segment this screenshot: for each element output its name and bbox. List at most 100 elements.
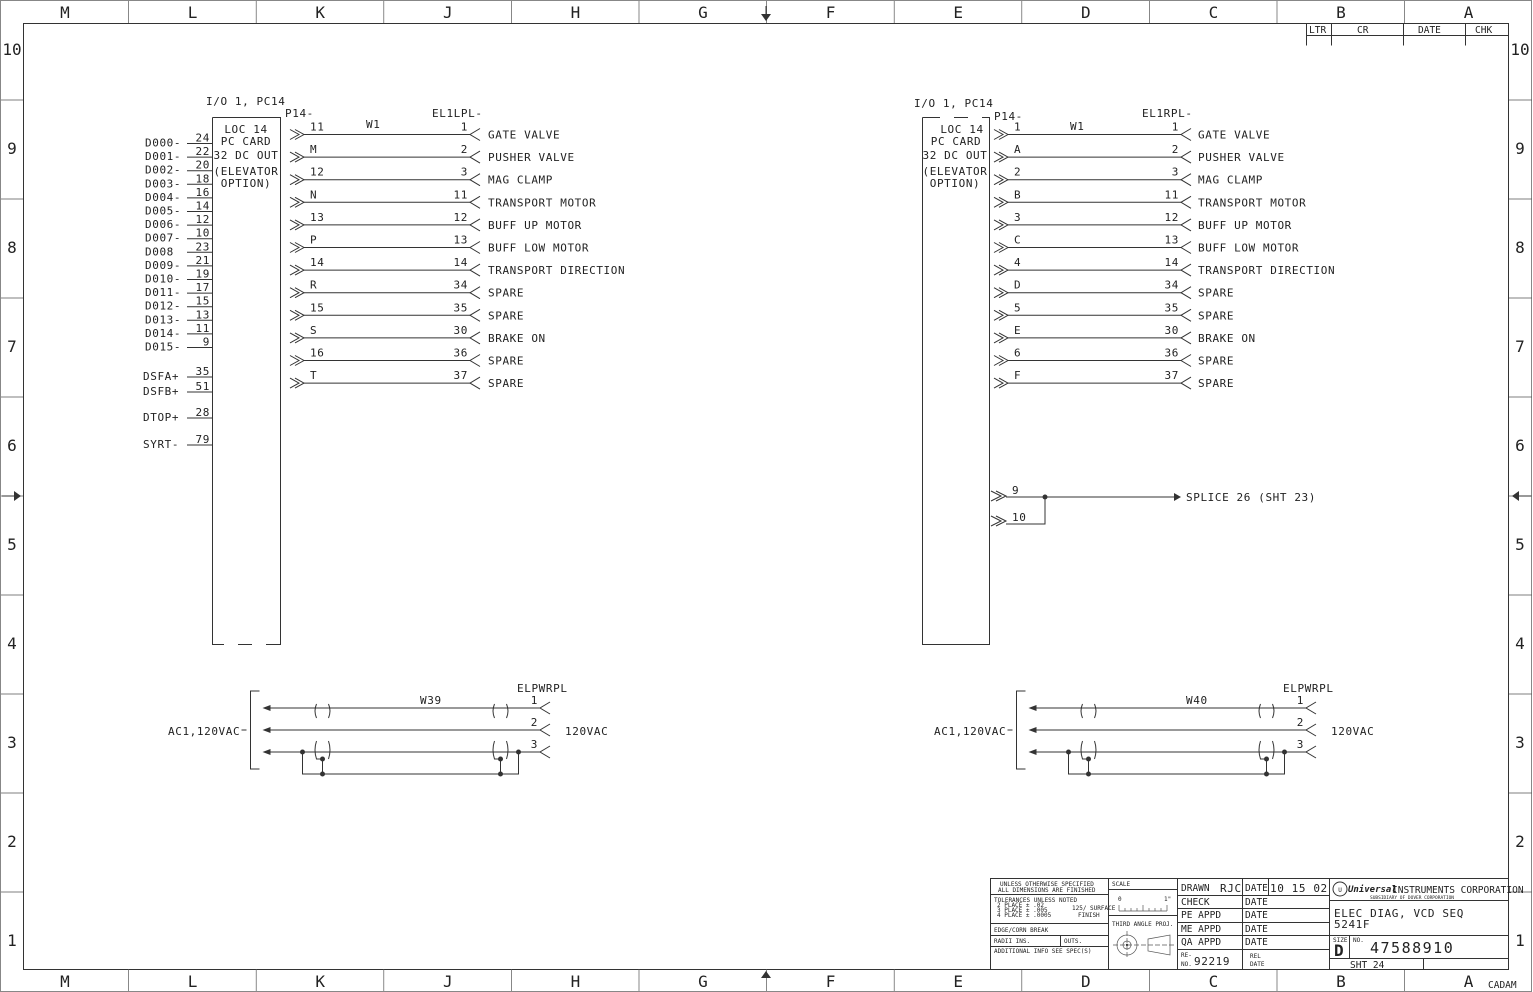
left-input-name: D004-: [145, 191, 181, 204]
tb-re-label-1: RE-: [1181, 952, 1192, 959]
left-input-pin: 13: [196, 308, 210, 321]
left-output-label: TRANSPORT MOTOR: [488, 196, 596, 209]
left-power-wire: W39: [420, 694, 442, 707]
right-p14-pin: F: [1014, 369, 1021, 382]
right-p14-pin: 2: [1014, 166, 1021, 179]
left-input-pin: 23: [196, 240, 210, 253]
border-col-top-L: L: [188, 3, 198, 22]
right-power-voltage: 120VAC: [1331, 725, 1374, 738]
drain-wire: [1068, 752, 1285, 775]
border-row-right-5: 5: [1515, 535, 1525, 554]
left-output-label: BUFF UP MOTOR: [488, 219, 582, 232]
title-block: UNLESS OTHERWISE SPECIFIED ALL DIMENSION…: [990, 878, 1524, 971]
border-col-top-G: G: [698, 3, 708, 22]
left-p14-pin: S: [310, 324, 317, 337]
right-output-label: BUFF LOW MOTOR: [1198, 242, 1299, 255]
left-input-name: D002-: [145, 164, 181, 177]
border-row-left-7: 7: [7, 337, 17, 356]
border-col-bottom-D: D: [1081, 972, 1091, 991]
left-socket-symbol: [289, 174, 306, 186]
left-output-label: BUFF LOW MOTOR: [488, 242, 589, 255]
left-socket-symbol: [289, 309, 306, 321]
border-col-top-B: B: [1336, 3, 1346, 22]
drain-wire: [302, 752, 519, 775]
left-plug-symbol: [469, 150, 481, 164]
right-p14-pin: C: [1014, 234, 1021, 247]
left-output-label: BRAKE ON: [488, 332, 546, 345]
right-socket-symbol: [993, 287, 1010, 299]
left-card-desc-4: (ELEVATOR: [213, 165, 278, 178]
border-row-left-4: 4: [7, 634, 17, 653]
right-socket-symbol: [993, 264, 1010, 276]
right-harness-label: EL1RPL-: [1142, 107, 1193, 120]
border-col-bottom-L: L: [188, 972, 198, 991]
junction-dot: [1282, 749, 1287, 755]
tb-tol-4: 4 PLACE ± .0005: [997, 912, 1052, 919]
left-output-label: SPARE: [488, 309, 524, 322]
right-output-label: SPARE: [1198, 287, 1234, 300]
right-socket-symbol: [993, 174, 1010, 186]
tb-size: D: [1334, 941, 1344, 960]
left-input-pin: 9: [203, 336, 210, 349]
junction-dot: [516, 749, 521, 755]
tb-date-label-2: DATE: [1245, 897, 1268, 908]
border-col-top-H: H: [571, 3, 581, 22]
rev-cr-header: CR: [1357, 25, 1369, 36]
left-input-name: D015-: [145, 341, 181, 354]
right-wire-label: W1: [1070, 120, 1084, 133]
border-row-right-4: 4: [1515, 634, 1525, 653]
left-socket-symbol: [289, 377, 306, 389]
tb-subsidiary: SUBSIDIARY OF DOVER CORPORATION: [1370, 895, 1454, 901]
company-logo: U Universal: [1332, 881, 1397, 897]
left-p14-pin: R: [310, 279, 317, 292]
right-socket-symbol: [993, 242, 1010, 253]
power-pin: 3: [1297, 738, 1304, 751]
right-p14-pin: 4: [1014, 256, 1021, 269]
power-pin: 1: [531, 694, 538, 707]
right-socket-symbol: [993, 219, 1010, 231]
power-bracket: [1016, 690, 1026, 770]
left-card-outline: [212, 117, 281, 645]
border-row-left-9: 9: [7, 139, 17, 158]
splice-connection: 9 10 SPLICE 26 (SHT 23): [990, 484, 1316, 527]
left-plug-symbol: [469, 286, 481, 300]
left-card-desc-2: PC CARD: [221, 135, 272, 148]
splice-label: SPLICE 26 (SHT 23): [1186, 491, 1316, 504]
right-plug-symbol: [1180, 173, 1192, 187]
right-card-desc-2: PC CARD: [931, 135, 982, 148]
right-output-label: GATE VALVE: [1198, 129, 1270, 142]
right-plug-symbol: [1180, 308, 1192, 322]
tb-radii: RADII INS.: [994, 938, 1030, 945]
border-col-top-J: J: [443, 3, 453, 22]
left-output-label: TRANSPORT DIRECTION: [488, 264, 625, 277]
border-col-bottom-E: E: [953, 972, 963, 991]
tb-outs: OUTS.: [1064, 938, 1082, 945]
right-p14-pin: A: [1014, 143, 1021, 156]
rev-ltr-header: LTR: [1309, 25, 1326, 36]
tb-title-1: ELEC DIAG, VCD SEQ: [1334, 907, 1464, 920]
junction-dot: [320, 771, 325, 777]
left-power-voltage: 120VAC: [565, 725, 608, 738]
tb-sheet: SHT 24: [1350, 960, 1385, 971]
right-output-label: PUSHER VALVE: [1198, 151, 1285, 164]
border-row-left-1: 1: [7, 931, 17, 950]
left-extra-signal-name: DTOP+: [143, 411, 179, 424]
power-pin: 2: [531, 716, 538, 729]
left-plug-pin: 11: [454, 188, 468, 201]
junction-dot: [1086, 771, 1091, 777]
right-output-label: BUFF UP MOTOR: [1198, 219, 1292, 232]
power-pin: 1: [1297, 694, 1304, 707]
left-output-label: MAG CLAMP: [488, 174, 553, 187]
left-output-label: PUSHER VALVE: [488, 151, 575, 164]
tb-edge: EDGE/CORN BREAK: [994, 927, 1049, 934]
tb-surface-2: FINISH: [1078, 912, 1100, 919]
tb-rel-label-1: REL: [1250, 953, 1261, 960]
tb-date-label-5: DATE: [1245, 937, 1268, 948]
left-input-name: D009-: [145, 259, 181, 272]
border-col-bottom-J: J: [443, 972, 453, 991]
right-card-desc-3: 32 DC OUT: [922, 149, 987, 162]
left-power-plug: ELPWRPL: [517, 682, 568, 695]
left-p14-pin: 13: [310, 211, 324, 224]
border-col-top-M: M: [60, 3, 70, 22]
